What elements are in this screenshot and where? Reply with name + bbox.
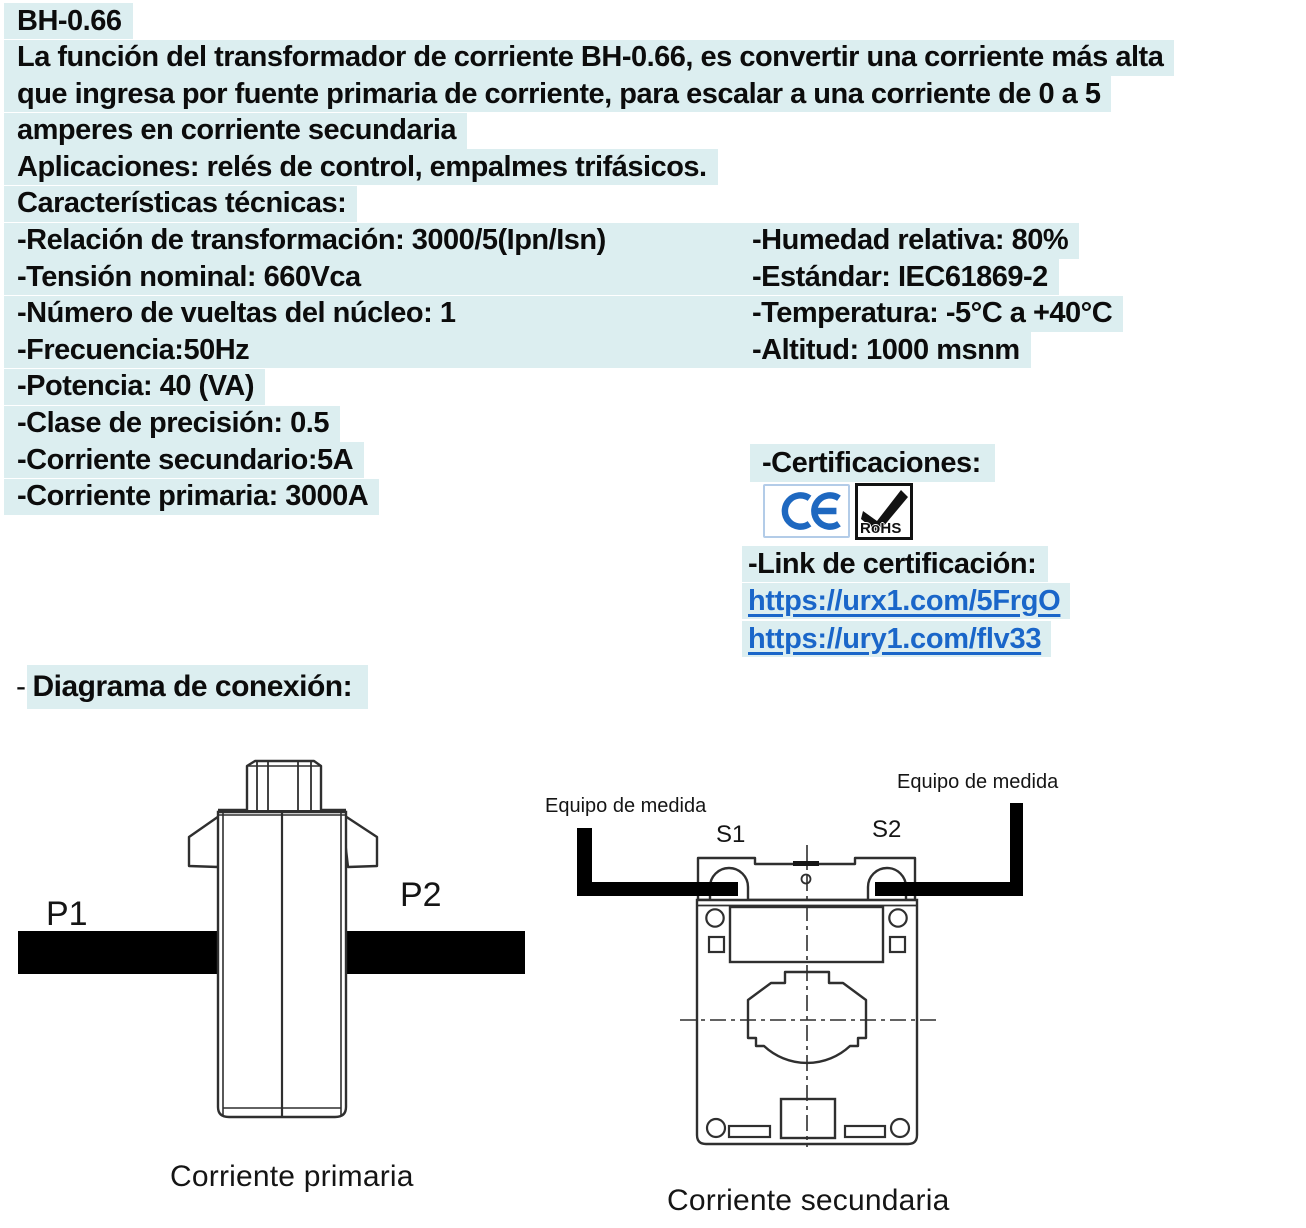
heading-dash: -	[16, 670, 26, 703]
secondary-current-diagram	[560, 795, 1080, 1165]
terminal-label-s2: S2	[872, 816, 902, 843]
spec-left: -Relación de transformación: 3000/5(Ipn/…	[17, 224, 606, 257]
equipment-label-right: Equipo de medida	[897, 771, 1059, 793]
spec-right: -Temperatura: -5°C a +40°C	[752, 297, 1113, 330]
certifications-heading: -Certificaciones:	[750, 444, 995, 482]
terminal-bolt	[245, 759, 323, 810]
primary-current-diagram	[0, 740, 540, 1215]
ce-mark-badge	[763, 484, 850, 538]
spec-row: -Corriente primaria: 3000A	[4, 478, 1174, 516]
spec-row: -Frecuencia:50Hz -Altitud: 1000 msnm	[4, 332, 1174, 369]
description-line: que ingresa por fuente primaria de corri…	[4, 76, 1174, 113]
spec-left: -Frecuencia:50Hz	[17, 333, 250, 366]
connection-diagram-heading: - Diagrama de conexión:	[16, 665, 369, 709]
text-column: BH-0.66 La función del transformador de …	[4, 3, 1175, 516]
wire-right	[875, 803, 1023, 896]
primary-caption: Corriente primaria	[170, 1160, 414, 1193]
terminal-label-p1: P1	[46, 895, 88, 933]
wire-left	[577, 828, 738, 896]
spec-row: -Número de vueltas del núcleo: 1 -Tempera…	[4, 295, 1174, 333]
spec-row: -Tensión nominal: 660Vca -Estándar: IEC61…	[4, 259, 1174, 296]
rohs-label: RoHS	[860, 520, 902, 537]
spec-row: -Corriente secundario:5A	[4, 442, 1174, 479]
spec-row: -Potencia: 40 (VA)	[4, 368, 1174, 406]
certification-link-heading: -Link de certificación:	[742, 546, 1049, 582]
page-title: BH-0.66	[4, 3, 133, 39]
description-line: La función del transformador de corrient…	[4, 39, 1175, 77]
spec-row: -Relación de transformación: 3000/5(Ipn/…	[4, 222, 1174, 260]
spec-right: -Humedad relativa: 80%	[752, 224, 1069, 257]
rohs-badge: RoHS	[855, 483, 913, 540]
applications-line: Aplicaciones: relés de control, empalmes…	[4, 149, 1174, 186]
description-line: amperes en corriente secundaria	[4, 112, 1174, 150]
spec-left: -Tensión nominal: 660Vca	[17, 260, 361, 293]
spec-right: -Altitud: 1000 msnm	[752, 333, 1020, 366]
spec-right: -Estándar: IEC61869-2	[752, 260, 1048, 293]
spec-row: -Clase de precisión: 0.5	[4, 405, 1174, 443]
secondary-caption: Corriente secundaria	[667, 1184, 950, 1217]
certification-link-2[interactable]: https://ury1.com/flv33	[742, 621, 1052, 657]
terminal-label-p2: P2	[400, 876, 442, 914]
spec-left: -Número de vueltas del núcleo: 1	[17, 297, 456, 330]
checkmark-icon	[861, 490, 908, 533]
terminal-label-s1: S1	[716, 821, 746, 848]
ce-mark-icon	[781, 492, 841, 530]
certification-link-1[interactable]: https://urx1.com/5FrgO	[742, 583, 1071, 619]
equipment-label-left: Equipo de medida	[545, 795, 707, 817]
title-line: BH-0.66	[4, 3, 1174, 40]
tech-heading-line: Características técnicas:	[4, 185, 1174, 223]
